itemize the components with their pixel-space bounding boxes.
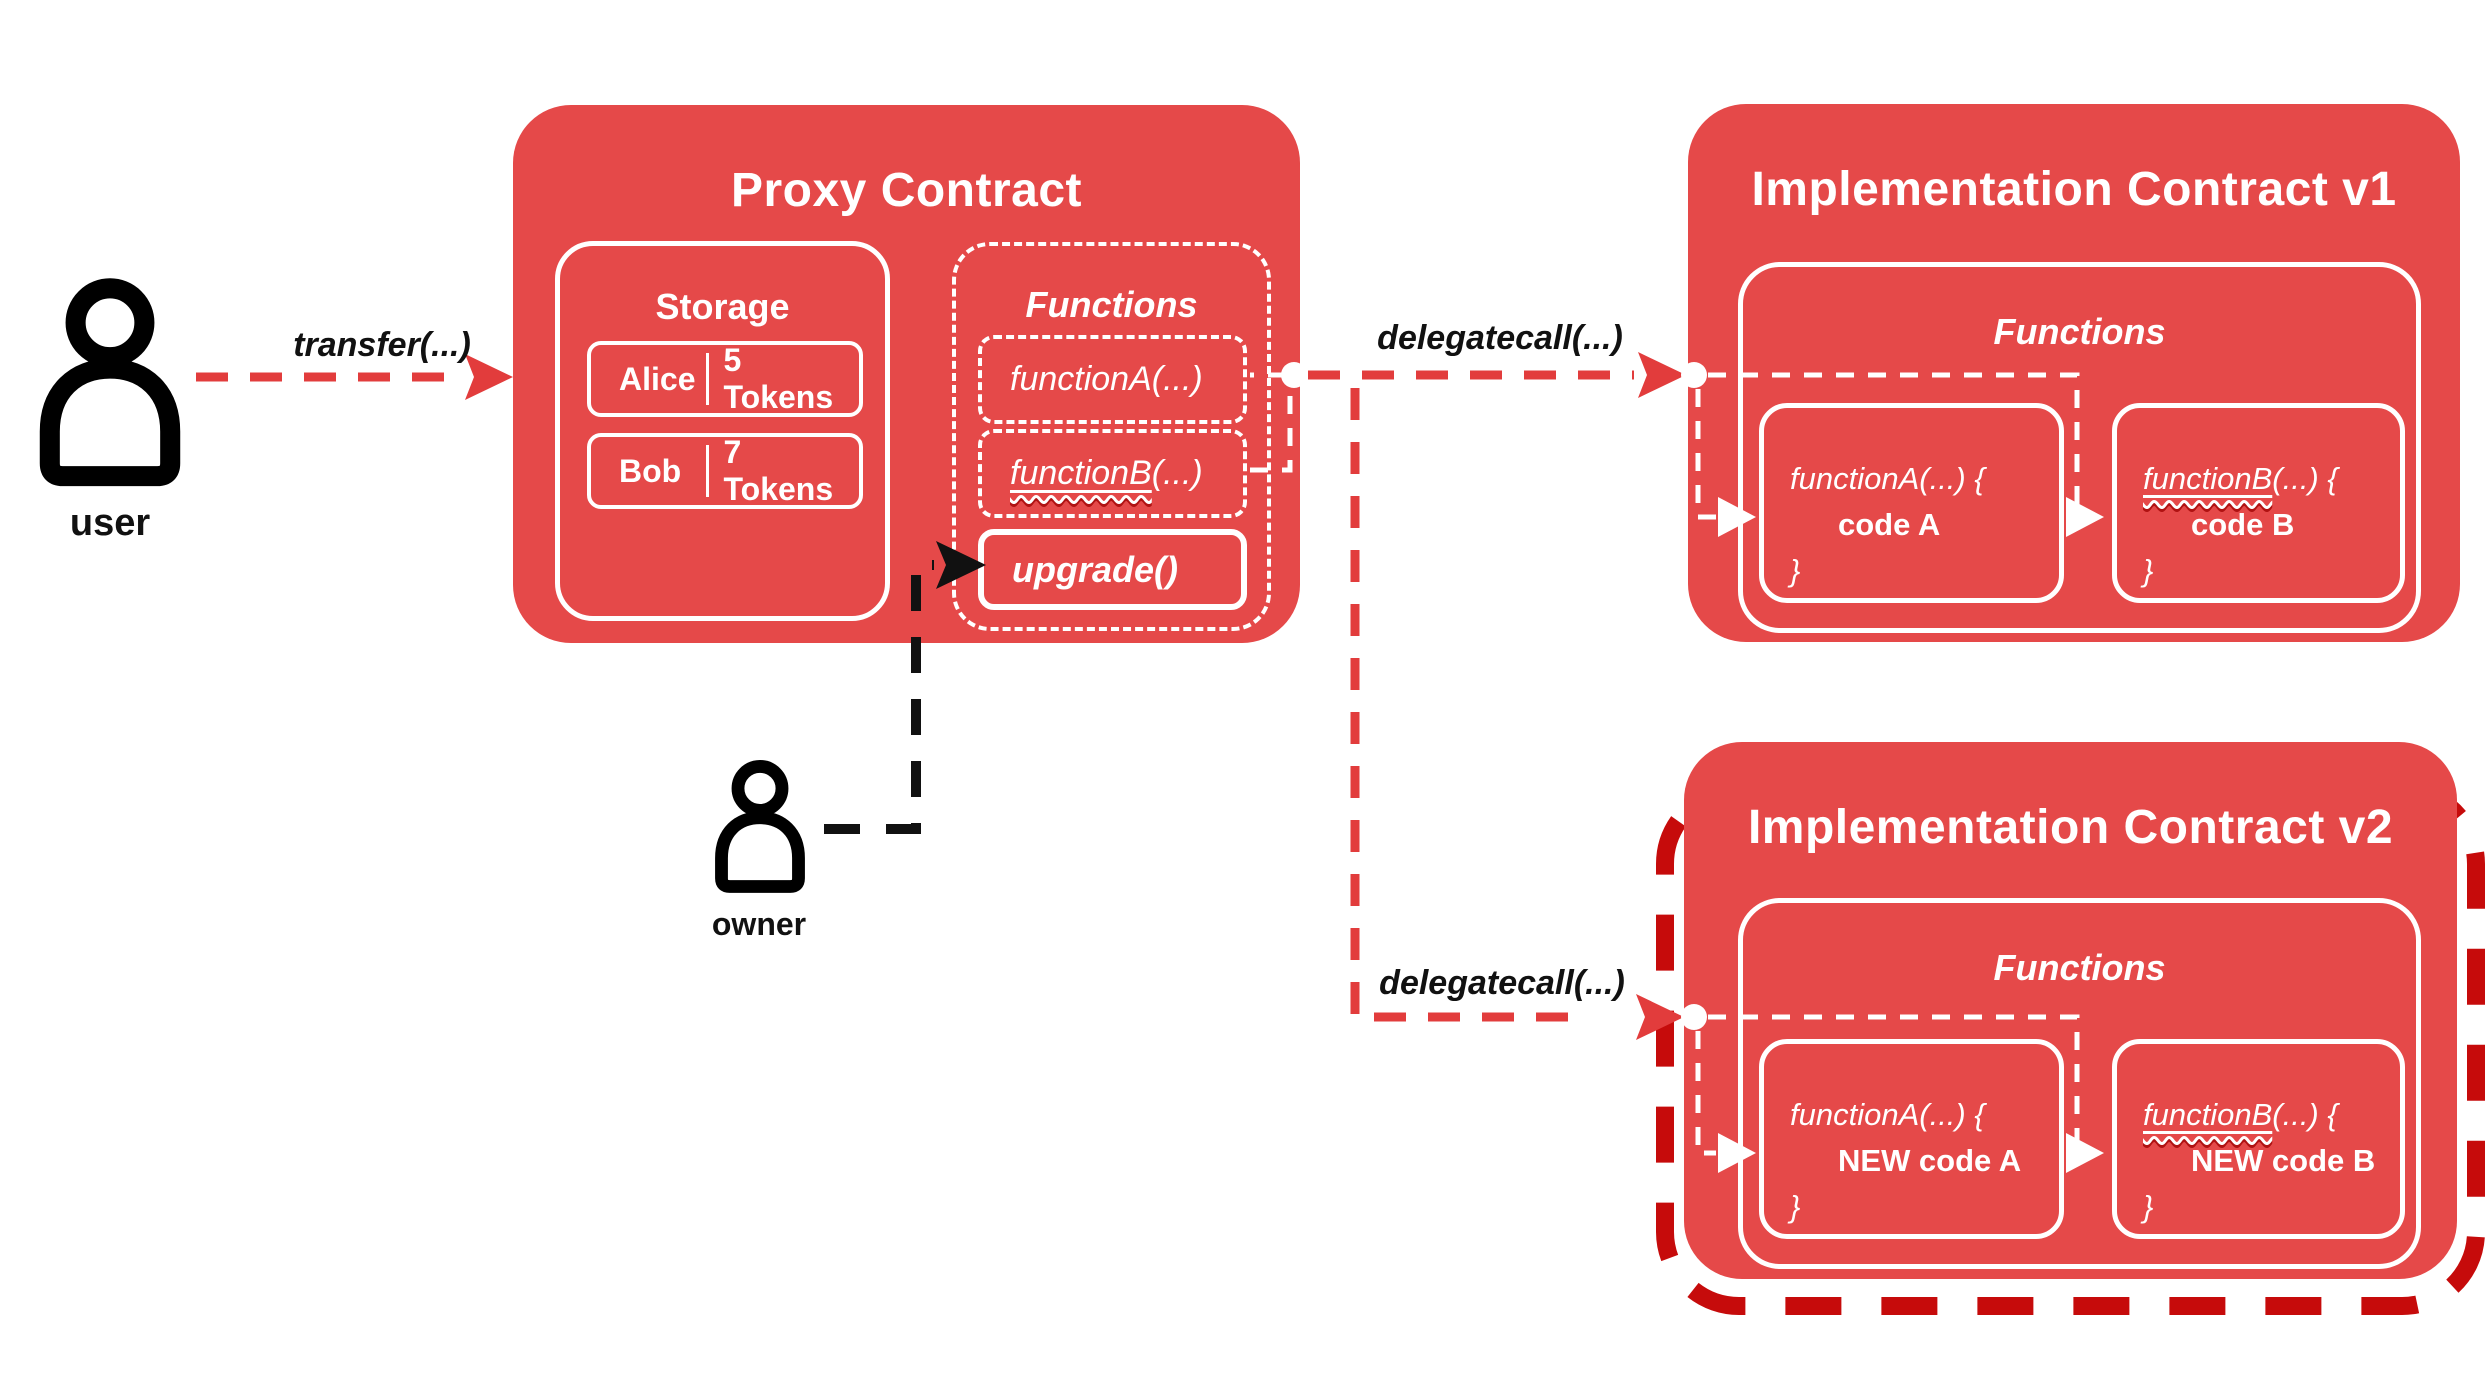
storage-row-alice: Alice 5 Tokens xyxy=(587,341,863,417)
proxy-contract-box: Proxy Contract Storage Alice 5 Tokens Bo… xyxy=(513,105,1300,643)
v2-function-a-box: functionA(...) { NEW code A } xyxy=(1759,1039,2064,1239)
storage-row-separator xyxy=(706,445,710,497)
v1-function-b-signature: functionB(...) { xyxy=(2143,461,2338,496)
storage-row-separator xyxy=(706,353,710,405)
proxy-function-a-box: functionA(...) xyxy=(978,335,1247,424)
v2-function-b-box: functionB(...) { NEW code B } xyxy=(2112,1039,2405,1239)
proxy-function-a-label: functionA(...) xyxy=(1010,360,1203,398)
delegatecall-v2-label: delegatecall(...) xyxy=(1379,964,1625,1002)
v1-functions-title: Functions xyxy=(1993,311,2166,352)
proxy-function-b-label: functionB(...) xyxy=(1010,454,1203,492)
v1-function-b-body: code B xyxy=(2191,507,2295,542)
proxy-upgrade-label: upgrade() xyxy=(1012,548,1178,590)
storage-row-name: Alice xyxy=(619,360,696,397)
v1-function-a-box: functionA(...) { code A } xyxy=(1759,403,2064,603)
v1-function-b-box: functionB(...) { code B } xyxy=(2112,403,2405,603)
v1-function-a-signature: functionA(...) { xyxy=(1790,461,1985,496)
v2-functions-box: Functions functionA(...) { NEW code A } … xyxy=(1738,898,2421,1269)
delegatecall-v1-label: delegatecall(...) xyxy=(1377,319,1623,357)
proxy-functions-title: Functions xyxy=(1025,284,1198,325)
proxy-upgrade-box: upgrade() xyxy=(978,529,1247,610)
v2-function-b-signature: functionB(...) { xyxy=(2143,1097,2338,1132)
v1-function-a-body: code A xyxy=(1838,507,1941,542)
storage-row-bob: Bob 7 Tokens xyxy=(587,433,863,509)
user-icon xyxy=(39,278,181,487)
implementation-v2-title: Implementation Contract v2 xyxy=(1747,801,2394,854)
v2-function-b-close: } xyxy=(2143,1189,2154,1224)
storage-row-value: 5 Tokens xyxy=(723,342,834,415)
delegatecall-v1-arrow xyxy=(1308,352,1686,398)
storage-title: Storage xyxy=(655,286,790,327)
v1-functions-box: Functions functionA(...) { code A } func… xyxy=(1738,262,2421,633)
storage-row-value: 7 Tokens xyxy=(723,434,834,507)
v2-function-a-close: } xyxy=(1790,1189,1801,1224)
storage-box: Storage Alice 5 Tokens Bob 7 Tokens xyxy=(555,241,890,621)
owner-label: owner xyxy=(711,906,807,942)
storage-row-name: Bob xyxy=(619,452,682,489)
user-label: user xyxy=(69,502,151,544)
proxy-function-b-box: functionB(...) xyxy=(978,429,1247,518)
implementation-v2-box: Implementation Contract v2 Functions fun… xyxy=(1684,742,2457,1279)
v2-functions-title: Functions xyxy=(1993,947,2166,988)
v2-function-a-body: NEW code A xyxy=(1838,1143,2022,1178)
delegatecall-v2-arrow xyxy=(1350,388,1684,1040)
v1-function-b-close: } xyxy=(2143,553,2154,588)
implementation-v1-title: Implementation Contract v1 xyxy=(1751,163,2397,216)
v2-function-a-signature: functionA(...) { xyxy=(1790,1097,1985,1132)
implementation-v1-box: Implementation Contract v1 Functions fun… xyxy=(1688,104,2460,642)
transfer-label: transfer(...) xyxy=(293,326,471,364)
proxy-contract-title: Proxy Contract xyxy=(730,164,1083,217)
proxy-functions-container: Functions functionA(...) functionB(...) … xyxy=(952,242,1271,631)
owner-icon xyxy=(715,760,805,893)
v2-function-b-body: NEW code B xyxy=(2191,1143,2376,1178)
v1-function-a-close: } xyxy=(1790,553,1801,588)
